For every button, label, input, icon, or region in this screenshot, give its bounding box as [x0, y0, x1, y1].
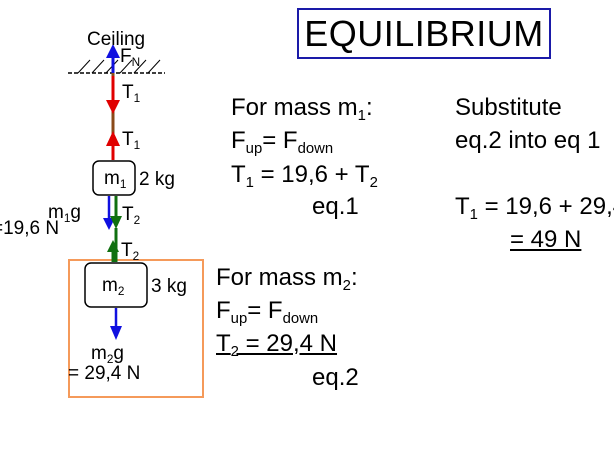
system-box [68, 259, 204, 398]
mass1-equation: T1 = 19,6 + T2 [231, 161, 378, 192]
t2-label-top: T2 [122, 204, 141, 228]
ceiling-label: Ceiling [87, 29, 146, 50]
mass1-box [92, 160, 136, 196]
page-title-text: EQUILIBRIUM [304, 12, 544, 54]
substitute-equation: T1 = 19,6 + 29,4 [455, 193, 614, 224]
t1-label-mass: T1 [122, 129, 141, 153]
weight1-label: m1g [48, 202, 81, 226]
mass1-balance: Fup= Fdown [231, 127, 334, 158]
mass1-eq-label: eq.1 [312, 193, 359, 220]
substitute-line2: eq.2 into eq 1 [455, 127, 601, 154]
mass2-box [84, 262, 148, 308]
mass1-value: 2 kg [139, 169, 175, 190]
t1-down-arrow [106, 76, 120, 114]
weight1-value: =19,6 N [0, 218, 60, 239]
mass2-balance: Fup= Fdown [216, 297, 319, 328]
mass2-label: m2 [102, 275, 125, 299]
mass2-heading: For mass m2: [216, 264, 358, 295]
t1-label-top: T1 [122, 82, 141, 106]
page-title: EQUILIBRIUM [297, 8, 551, 59]
mass2-eq-label: eq.2 [312, 364, 359, 391]
ceiling-hatch [68, 59, 165, 74]
normal-force-arrow [106, 44, 120, 73]
fn-label: FN [120, 46, 141, 70]
t2-up-arrow [107, 240, 119, 262]
weight1-arrow [103, 196, 115, 230]
mass1-label: m1 [104, 168, 127, 192]
mass1-heading: For mass m1: [231, 94, 373, 125]
t1-up-arrow [106, 131, 120, 160]
mass2-value: 3 kg [151, 276, 187, 297]
weight2-label: m2g [91, 343, 124, 367]
weight2-value: = 29,4 N [68, 363, 141, 384]
substitute-result: = 49 N [510, 226, 582, 253]
mass2-equation: T2 = 29,4 N [216, 330, 338, 361]
substitute-line1: Substitute [455, 94, 562, 121]
t2-label-mass: T2 [121, 240, 140, 264]
weight2-arrow [110, 308, 122, 340]
t2-down-arrow [110, 196, 122, 229]
